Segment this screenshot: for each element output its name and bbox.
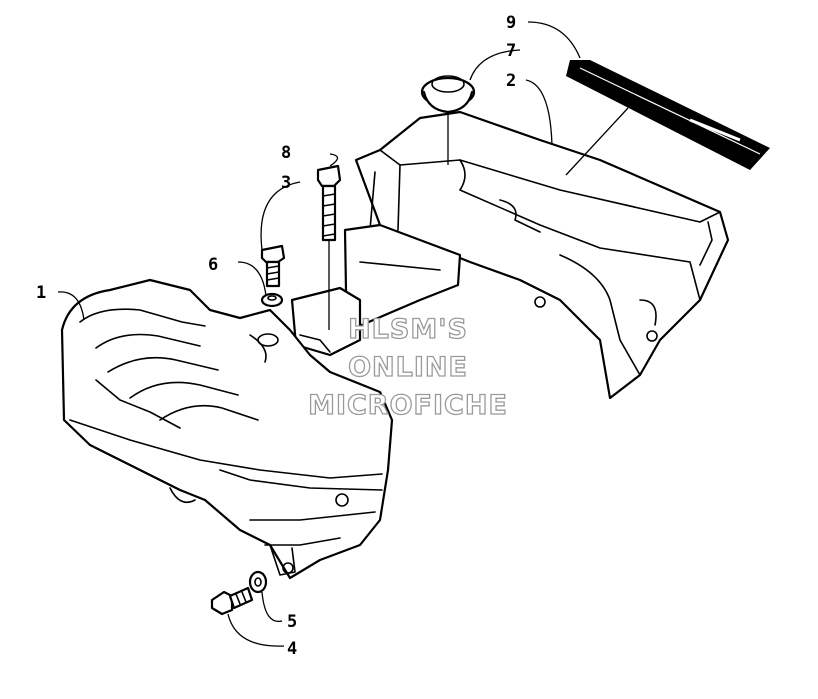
- callout-5: 5: [287, 612, 297, 632]
- mounting-bracket: [290, 223, 462, 357]
- bolt-8: [316, 164, 342, 330]
- grommet-7: [420, 75, 476, 165]
- callout-6: 6: [208, 255, 218, 275]
- callout-8: 8: [281, 143, 291, 163]
- bolt-3: [260, 244, 286, 288]
- callout-9: 9: [506, 13, 516, 33]
- callout-2: 2: [506, 71, 516, 91]
- watermark-line-1: HLSM'S: [348, 314, 468, 345]
- callout-7: 7: [506, 41, 516, 61]
- washer-5: [248, 570, 268, 594]
- callout-1: 1: [36, 283, 46, 303]
- callout-4: 4: [287, 639, 297, 659]
- watermark-line-2: ONLINE: [348, 352, 468, 383]
- bolt-4: [210, 586, 254, 616]
- decal-9: [566, 60, 770, 170]
- watermark: HLSM'S ONLINE MICROFICHE: [307, 313, 508, 421]
- callout-3: 3: [281, 173, 291, 193]
- leader-lines: [57, 21, 629, 647]
- washer-6: [260, 292, 284, 308]
- watermark-line-3: MICROFICHE: [308, 390, 508, 421]
